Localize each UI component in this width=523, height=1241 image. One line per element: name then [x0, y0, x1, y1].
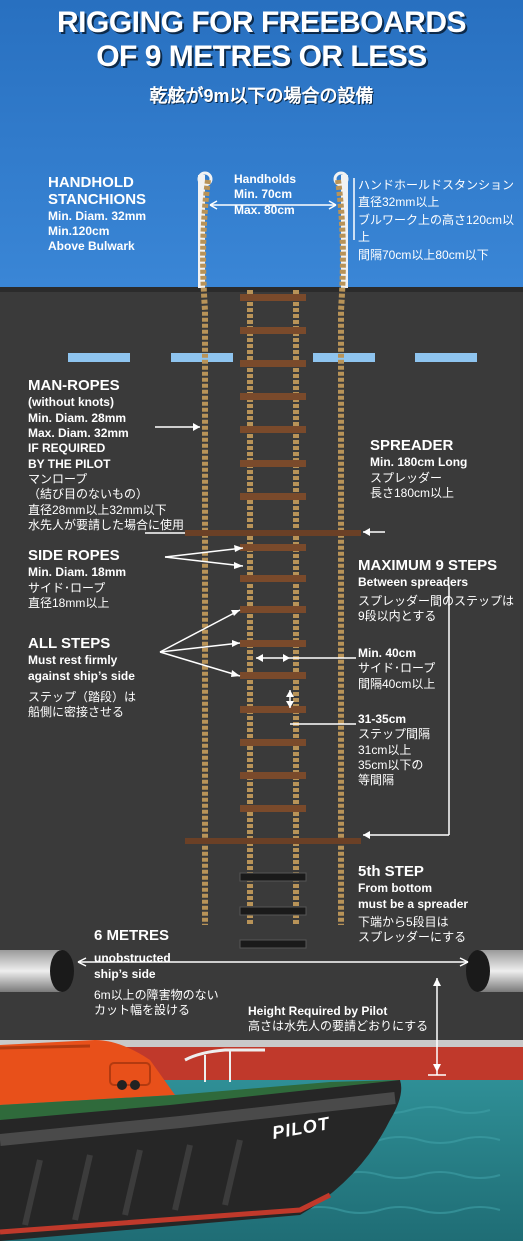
max-steps-jp-1: スプレッダー間のステップは — [358, 593, 515, 608]
man-ropes-jp-1: マンロープ — [28, 471, 88, 486]
max-steps-jp-2: 9段以内とする — [358, 608, 437, 623]
spreader-label: SPREADER Min. 180cm Long スプレッダー 長さ180cm以… — [370, 436, 520, 501]
min40-title: Min. 40cm — [358, 646, 417, 660]
all-steps-spec-2: against ship’s side — [28, 668, 135, 683]
man-ropes-jp-4: 水先人が要請した場合に使用 — [28, 518, 185, 533]
ladder-steps — [240, 294, 306, 812]
stanchions-label: HANDHOLD STANCHIONS Min. Diam. 32mm Min.… — [48, 174, 198, 255]
handholds-max: Max. 80cm — [234, 202, 295, 217]
ship-fender-left — [0, 950, 74, 992]
annotation-lines — [77, 178, 469, 1076]
max-steps-label: MAXIMUM 9 STEPS Between spreaders スプレッダー… — [358, 556, 523, 624]
man-ropes-jp-2: （結び目のないもの） — [28, 487, 149, 502]
side-ropes-label: SIDE ROPES Min. Diam. 18mm サイド･ロープ 直径18m… — [28, 546, 178, 611]
stanchions-spec-height: Min.120cm — [48, 223, 110, 238]
fifth-step-title: 5th STEP — [358, 863, 424, 880]
title-line-2: OF 9 METRES OR LESS — [96, 40, 427, 73]
handholds-label: Handholds Min. 70cm Max. 80cm — [234, 172, 334, 218]
height-title: Height Required by Pilot — [248, 1004, 388, 1018]
height-label: Height Required by Pilot 高さは水先人の要請どおりにする — [248, 1004, 438, 1035]
all-steps-jp-2: 船側に密接させる — [28, 705, 125, 720]
stanchions-jp-1: ハンドホールドスタンション — [358, 178, 515, 192]
annotation-arrowheads — [193, 423, 441, 1072]
side-ropes-spec: Min. Diam. 18mm — [28, 565, 127, 580]
handholds-title: Handholds — [234, 172, 296, 186]
hull-top-edge — [0, 287, 523, 292]
six-metres-spec-1: unobstructed — [94, 951, 171, 966]
stanchions-jp-2: 直径32mm以上 — [358, 195, 440, 210]
man-ropes-by-pilot: BY THE PILOT — [28, 456, 111, 471]
man-ropes-min: Min. Diam. 28mm — [28, 410, 127, 425]
max-steps-title: MAXIMUM 9 STEPS — [358, 557, 498, 574]
six-metres-label: 6 METRES unobstructed ship’s side 6m以上の障… — [94, 926, 254, 1019]
all-steps-jp-1: ステップ（踏段）は — [28, 689, 137, 704]
fifth-step-label: 5th STEP From bottom must be a spreader … — [358, 862, 523, 946]
all-steps-spec-1: Must rest firmly — [28, 653, 118, 668]
man-ropes-if: IF REQUIRED — [28, 441, 106, 456]
six-metres-spec-2: ship’s side — [94, 966, 156, 981]
fifth-step-spec-2: must be a spreader — [358, 896, 469, 911]
stanchions-japanese: ハンドホールドスタンション 直径32mm以上 ブルワーク上の高さ120cm以上 … — [358, 177, 523, 264]
spacing-jp-4: 等間隔 — [358, 773, 395, 788]
spacing-jp-2: 31cm以上 — [358, 742, 412, 757]
spreader-title: SPREADER — [370, 437, 454, 454]
man-ropes-title: MAN-ROPES — [28, 377, 120, 394]
rubber-steps — [239, 872, 307, 949]
six-metres-jp-2: カット幅を設ける — [94, 1003, 191, 1018]
man-ropes-sub: (without knots) — [28, 395, 114, 410]
min40-label: Min. 40cm サイド･ロープ 間隔40cm以上 — [358, 646, 468, 692]
min40-jp-1: サイド･ロープ — [358, 661, 436, 676]
man-rope-left — [200, 179, 211, 925]
sky — [0, 0, 523, 287]
spreader-jp-1: スプレッダー — [370, 470, 443, 485]
spreader-spec: Min. 180cm Long — [370, 455, 468, 470]
ship-fender-right — [466, 950, 523, 992]
spacing-jp-1: ステップ間隔 — [358, 727, 431, 742]
title-japanese: 乾舷が9m以下の場合の設備 — [149, 86, 374, 106]
six-metres-title: 6 METRES — [94, 927, 170, 944]
fifth-step-jp-1: 下端から5段目は — [358, 914, 449, 929]
spacing-jp-3: 35cm以下の — [358, 758, 424, 773]
fifth-step-spec-1: From bottom — [358, 881, 432, 896]
spacing-label: 31-35cm ステップ間隔 31cm以上 35cm以下の 等間隔 — [358, 712, 458, 789]
min40-jp-2: 間隔40cm以上 — [358, 676, 436, 691]
spacing-title: 31-35cm — [358, 712, 407, 726]
max-steps-spec: Between spreaders — [358, 575, 469, 590]
height-jp: 高さは水先人の要請どおりにする — [248, 1019, 429, 1034]
pilot-boat — [0, 1040, 402, 1241]
all-steps-label: ALL STEPS Must rest firmly against ship’… — [28, 634, 178, 721]
title-line-1: RIGGING FOR FREEBOARDS — [56, 6, 467, 39]
six-metres-jp-1: 6m以上の障害物のない — [94, 987, 219, 1002]
spreader-upper — [185, 530, 361, 536]
stanchions-spec-above: Above Bulwark — [48, 239, 135, 254]
fifth-step-jp-2: スプレッダーにする — [358, 930, 467, 945]
man-ropes-label: MAN-ROPES (without knots) Min. Diam. 28m… — [28, 376, 198, 533]
man-ropes-jp-3: 直径28mm以上32mm以下 — [28, 502, 167, 517]
handholds-min: Min. 70cm — [234, 187, 293, 202]
all-steps-title: ALL STEPS — [28, 635, 111, 652]
stanchions-jp-3: ブルワーク上の高さ120cm以上 — [358, 212, 515, 245]
side-ropes-title: SIDE ROPES — [28, 547, 120, 564]
side-ropes-jp-1: サイド･ロープ — [28, 580, 106, 595]
man-rope-right — [335, 179, 346, 925]
spreader-jp-2: 長さ180cm以上 — [370, 485, 455, 500]
spreader-lower — [185, 838, 361, 844]
side-ropes-jp-2: 直径18mm以上 — [28, 595, 110, 610]
stanchions-jp-4: 間隔70cm以上80cm以下 — [358, 247, 489, 262]
stanchions-title: HANDHOLD STANCHIONS — [48, 174, 147, 209]
stanchions-spec-diameter: Min. Diam. 32mm — [48, 208, 147, 223]
man-ropes-max: Max. Diam. 32mm — [28, 425, 129, 440]
